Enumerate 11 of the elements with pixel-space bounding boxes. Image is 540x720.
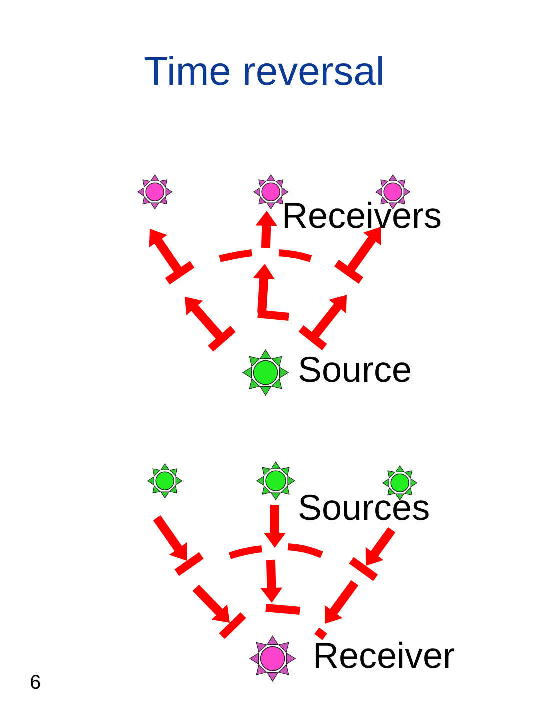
title: Time reversal <box>144 52 385 92</box>
node-caption: Receiver <box>313 638 456 674</box>
star-symbol <box>241 348 291 398</box>
star-symbol <box>255 460 297 502</box>
star-symbol <box>136 172 174 212</box>
node-caption: Source <box>298 352 412 388</box>
star-symbol <box>248 634 298 684</box>
page-number: 6 <box>30 673 42 693</box>
group-label: Sources <box>298 490 430 526</box>
group-label: Receivers <box>282 198 442 234</box>
star-symbol <box>146 462 184 500</box>
